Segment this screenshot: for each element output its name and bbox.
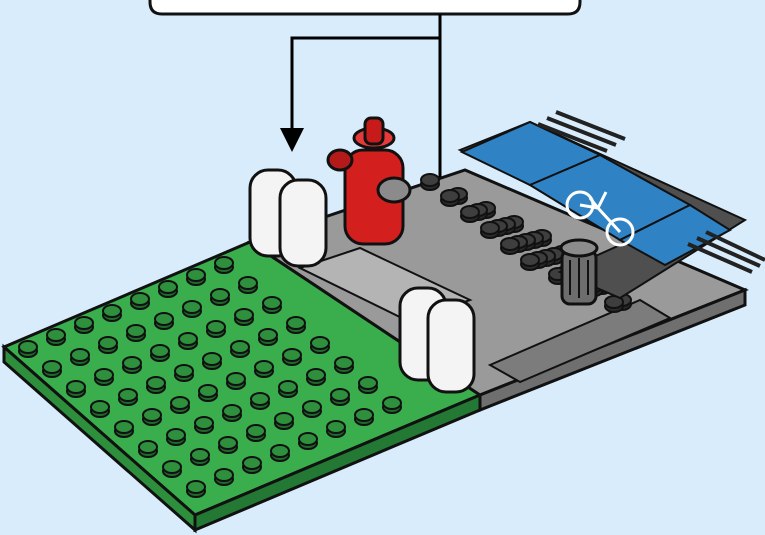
stud [287,317,305,333]
stud [481,222,499,238]
stud [327,421,345,437]
stud [187,269,205,285]
stud [67,381,85,397]
stud [195,417,213,433]
stud [151,345,169,361]
stud [127,325,145,341]
stud [307,369,325,385]
stud [147,377,165,393]
stud [299,433,317,449]
stud [223,405,241,421]
stud [215,469,233,485]
stud [219,437,237,453]
stud [215,257,233,273]
stud [75,317,93,333]
stud [99,337,117,353]
stud [311,337,329,353]
stud [259,329,277,345]
stud [231,341,249,357]
stud [203,353,221,369]
stud [501,238,519,254]
stud [239,277,257,293]
stud [251,393,269,409]
stud [461,206,479,222]
stud [355,409,373,425]
stud [383,397,401,413]
stud [279,381,297,397]
stud [167,429,185,445]
stud [143,409,161,425]
stud [183,301,201,317]
stud [131,293,149,309]
stud [207,321,225,337]
stud [71,349,89,365]
stud [47,329,65,345]
stud [421,174,439,190]
stud [331,389,349,405]
callout-box [150,0,580,14]
stud [441,190,459,206]
stud [303,401,321,417]
trash-can [561,240,597,304]
stud [123,357,141,373]
white-bollard-pair-right [400,288,474,392]
stud [187,481,205,497]
stud [95,369,113,385]
stud [255,361,273,377]
stud [243,457,261,473]
stud [19,341,37,357]
stud [103,305,121,321]
stud [199,385,217,401]
stud [155,313,173,329]
stud [115,421,133,437]
stud [43,361,61,377]
stud [171,397,189,413]
stud [191,449,209,465]
stud [179,333,197,349]
stud [119,389,137,405]
stud [227,373,245,389]
stud [159,281,177,297]
stud [275,413,293,429]
stud [335,357,353,373]
stud [521,254,539,270]
stud [247,425,265,441]
stud [263,297,281,313]
stud [175,365,193,381]
stud [283,349,301,365]
stud [359,377,377,393]
stud [163,461,181,477]
stud [235,309,253,325]
stud [211,289,229,305]
white-bollard-pair-left [250,170,326,266]
stud [139,441,157,457]
stud [271,445,289,461]
stud [91,401,109,417]
